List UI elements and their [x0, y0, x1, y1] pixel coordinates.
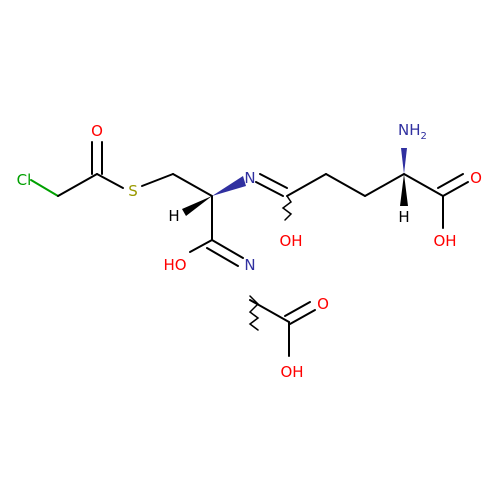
bond-ch2-calpha [172, 173, 213, 197]
bond-cooh-co-gly [284, 301, 316, 325]
bond-wavy-c-oh-1 [281, 195, 293, 221]
bond-ch2-cooh-gly [249, 299, 290, 323]
atom-cl: Cl [17, 171, 32, 189]
atom-n-imine-2: N [244, 256, 255, 274]
wedge-calpha-nh2 [401, 148, 407, 174]
atom-o-carboxyl-glu: O [470, 169, 482, 187]
bond-c-n-imine-2 [206, 239, 244, 267]
nh2-sub-text: 2 [421, 131, 427, 142]
bond-cl-ch2 [30, 179, 59, 197]
bond-n-c-imine-1 [255, 173, 288, 197]
atom-h-alpha-glu: H [398, 208, 409, 226]
atom-ho-imidic-2: HO [163, 256, 186, 274]
atom-oh-carboxyl-glu: OH [433, 232, 456, 250]
atom-n-imine-1: N [244, 169, 255, 187]
atom-nh2: NH2 [398, 121, 427, 142]
bond-ch2-calpha-glu [364, 173, 405, 197]
nh2-main-text: NH [398, 121, 421, 139]
bond-c-s-left [96, 173, 124, 189]
bond-c-ch2-glu [286, 173, 327, 197]
atom-h-alpha-cys: H [168, 207, 179, 225]
wedge-calpha-n [212, 176, 246, 196]
atom-s: S [128, 182, 138, 200]
bond-lines [30, 141, 469, 357]
atom-oh-carboxyl-gly: OH [280, 363, 303, 381]
bond-s-ch2 [141, 173, 174, 187]
bond-cooh-co-glu [437, 173, 469, 197]
atom-oh-imidic-1: OH [279, 232, 302, 250]
bond-calpha-cooh-glu [403, 173, 444, 197]
atom-o-carboxyl-gly: O [317, 295, 329, 313]
atom-o-thioester: O [91, 122, 103, 140]
wedge-calpha-h-glu [400, 174, 408, 206]
bond-ch2-carbonyl [57, 173, 98, 197]
bond-thioester-co [91, 141, 103, 175]
bond-c-oh-2 [189, 239, 213, 253]
wedge-calpha-h [182, 196, 212, 216]
bond-ch2-ch2-glu [325, 173, 366, 197]
